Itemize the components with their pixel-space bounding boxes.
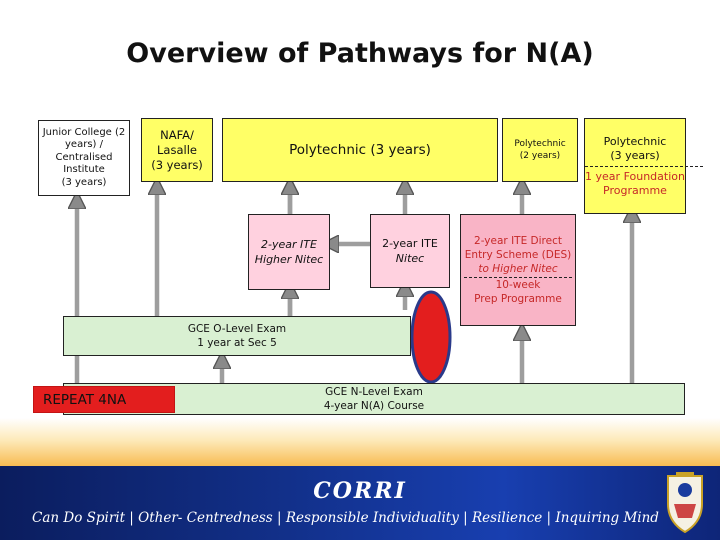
nlevel-line-1: GCE N-Level Exam [325, 386, 423, 398]
polytechnic-foundation-line-2: (3 years) [610, 148, 660, 162]
footer-gradient-band [0, 418, 720, 468]
junior-college-box: Junior College (2 years) / Centralised I… [38, 120, 130, 196]
ite-des-line-1: 2-year ITE Direct [474, 235, 562, 247]
ite-des-prep-line-1: 10-week [495, 279, 541, 291]
nafa-line-3: (3 years) [151, 157, 203, 172]
polytechnic-foundation-box: Polytechnic (3 years) 1 year Foundation … [584, 118, 703, 214]
ite-des-box: 2-year ITE Direct Entry Scheme (DES) to … [460, 214, 576, 326]
red-oval-marker [410, 290, 452, 384]
ite-higher-nitec-line-2: Higher Nitec [254, 253, 324, 266]
nafa-line-1: NAFA/ [160, 127, 194, 142]
footer-brand: CORRI [313, 478, 407, 504]
ite-higher-nitec-line-1: 2-year ITE [261, 238, 317, 251]
ite-nitec-line-1: 2-year ITE [382, 237, 438, 250]
olevel-line-2: 1 year at Sec 5 [197, 337, 277, 349]
junior-college-line-4: Institute [63, 164, 105, 176]
repeat-4na-label: REPEAT 4NA [43, 391, 127, 408]
crest-icon [667, 472, 703, 534]
polytechnic-2-years-box: Polytechnic (2 years) [502, 118, 578, 182]
nafa-line-2: Lasalle [157, 142, 197, 157]
nafa-box: NAFA/ Lasalle (3 years) [141, 118, 213, 182]
foundation-line-1: 1 year Foundation [585, 169, 685, 183]
junior-college-line-1: Junior College (2 [42, 126, 126, 138]
polytechnic-foundation-line-1: Polytechnic [603, 134, 667, 148]
olevel-box: GCE O-Level Exam 1 year at Sec 5 [63, 316, 411, 356]
page-title: Overview of Pathways for N(A) [126, 38, 594, 69]
junior-college-line-3: Centralised [55, 151, 113, 163]
ite-des-divider [464, 277, 572, 278]
junior-college-line-5: (3 years) [61, 176, 107, 188]
footer-motto: Can Do Spirit | Other- Centredness | Res… [32, 510, 659, 526]
olevel-line-1: GCE O-Level Exam [187, 323, 287, 335]
foundation-divider [585, 165, 703, 167]
polytechnic-3-years-box: Polytechnic (3 years) [222, 118, 498, 182]
polytechnic-2-years-line-1: Polytechnic [514, 139, 566, 149]
polytechnic-2-years-line-2: (2 years) [519, 151, 561, 161]
junior-college-line-2: years) / [65, 139, 103, 151]
ite-des-line-3: to Higher Nitec [478, 263, 558, 275]
ite-higher-nitec-box: 2-year ITE Higher Nitec [248, 214, 330, 290]
ite-nitec-line-2: Nitec [395, 252, 425, 265]
footer-bar [0, 466, 720, 540]
repeat-4na-box: REPEAT 4NA [33, 386, 175, 413]
foundation-line-2: Programme [603, 183, 667, 197]
ite-nitec-box: 2-year ITE Nitec [370, 214, 450, 288]
polytechnic-3-years-label: Polytechnic (3 years) [289, 142, 431, 158]
ite-des-prep-line-2: Prep Programme [474, 293, 562, 305]
nlevel-line-2: 4-year N(A) Course [323, 400, 425, 412]
ite-des-line-2: Entry Scheme (DES) [464, 249, 572, 261]
